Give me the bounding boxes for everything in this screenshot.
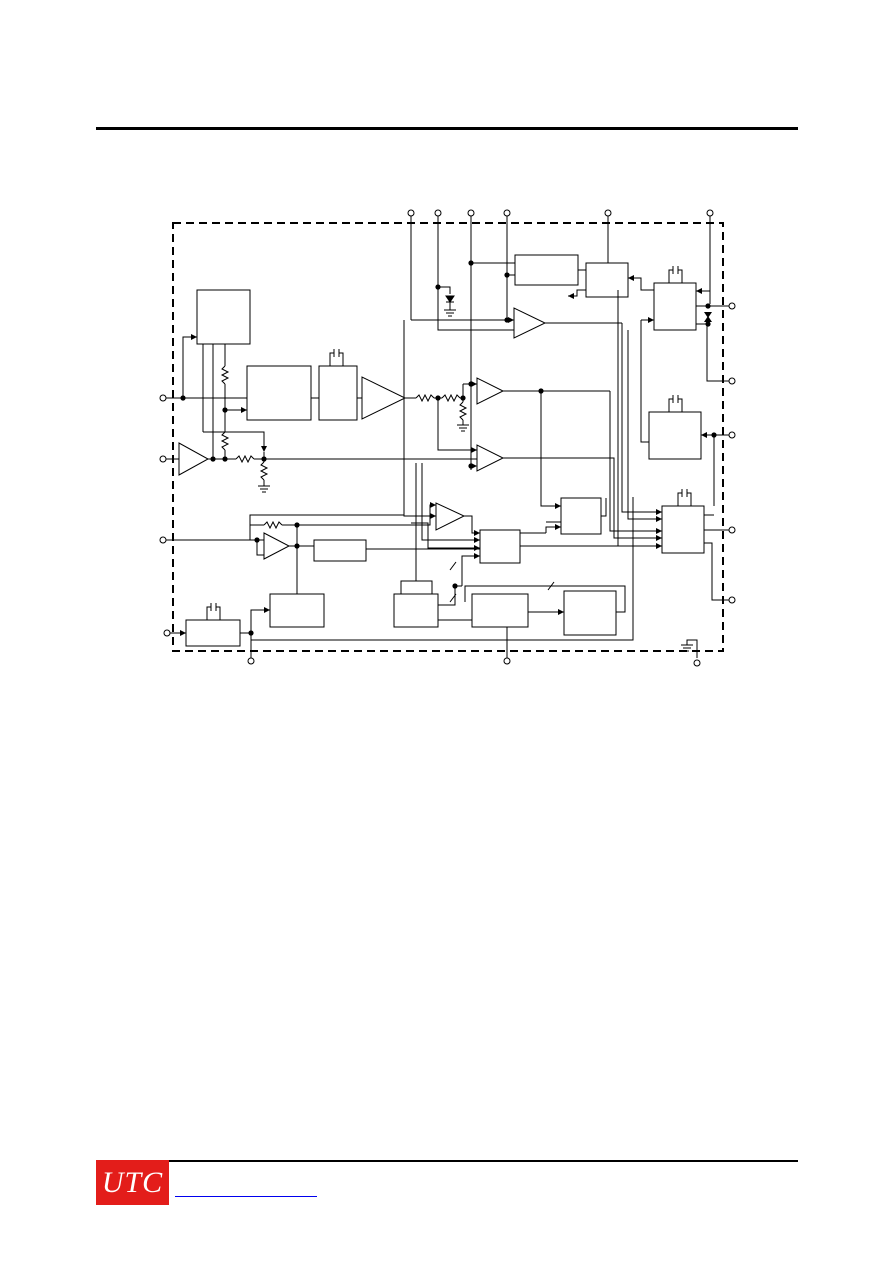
block-q <box>563 590 617 636</box>
block-g <box>648 411 702 460</box>
cap-symbol-4 <box>677 489 692 506</box>
cap-symbol-1 <box>329 349 344 366</box>
comp-1 <box>513 307 547 339</box>
block-c <box>318 365 358 421</box>
block-k <box>313 539 367 562</box>
block-b <box>246 365 312 421</box>
block-i <box>661 505 705 554</box>
block-j <box>479 529 521 564</box>
ground-3 <box>444 305 456 317</box>
block-h <box>560 497 602 535</box>
amp-input <box>178 442 210 476</box>
resistor-6 <box>441 393 461 403</box>
pin-bottom-2 <box>503 657 511 665</box>
resistor-1 <box>220 365 230 385</box>
pin-right-4 <box>728 526 736 534</box>
pin-top-5 <box>604 209 612 217</box>
pin-left-3 <box>159 536 167 544</box>
block-f <box>653 282 697 331</box>
block-o <box>400 580 433 595</box>
resistor-8 <box>263 520 283 530</box>
pin-right-3 <box>728 431 736 439</box>
pin-left-4 <box>163 629 171 637</box>
block-m <box>185 619 241 647</box>
resistor-4 <box>259 461 269 481</box>
resistor-3 <box>235 454 255 464</box>
comp-4 <box>435 502 466 531</box>
cap-symbol-2 <box>668 266 683 283</box>
footer-rule <box>96 1160 798 1162</box>
logo-text: UTC <box>101 1165 164 1199</box>
block-e <box>585 262 629 298</box>
pin-left-2 <box>159 455 167 463</box>
resistor-7 <box>458 401 468 421</box>
utc-logo: UTC <box>96 1160 169 1205</box>
block-d <box>514 254 579 286</box>
pin-right-1 <box>728 302 736 310</box>
switch-1 <box>449 561 457 571</box>
block-l <box>269 593 325 628</box>
pin-bottom-1 <box>247 657 255 665</box>
pin-left-1 <box>159 394 167 402</box>
comp-3 <box>476 444 505 472</box>
cap-symbol-3 <box>668 395 683 412</box>
amp-main <box>361 376 407 420</box>
block-a <box>196 289 251 345</box>
pin-top-3 <box>467 209 475 217</box>
diode-1 <box>438 286 451 294</box>
pin-top-6 <box>706 209 714 217</box>
resistor-5 <box>415 393 435 403</box>
resistor-2 <box>220 431 230 451</box>
block-p <box>471 593 529 628</box>
pin-bottom-3 <box>693 659 701 667</box>
ic-outline <box>172 222 724 652</box>
ground-1 <box>258 480 270 493</box>
comp-2 <box>476 377 505 405</box>
ground-2 <box>457 420 469 432</box>
pin-top-4 <box>503 209 511 217</box>
pin-top-1 <box>407 209 415 217</box>
pin-right-5 <box>728 596 736 604</box>
pin-right-2 <box>728 377 736 385</box>
cap-symbol-5 <box>206 603 221 620</box>
header-rule <box>96 127 798 130</box>
block-n <box>393 593 439 628</box>
website-link[interactable] <box>175 1196 317 1197</box>
comp-5 <box>263 532 291 560</box>
ground-4 <box>681 639 698 658</box>
pin-top-2 <box>434 209 442 217</box>
